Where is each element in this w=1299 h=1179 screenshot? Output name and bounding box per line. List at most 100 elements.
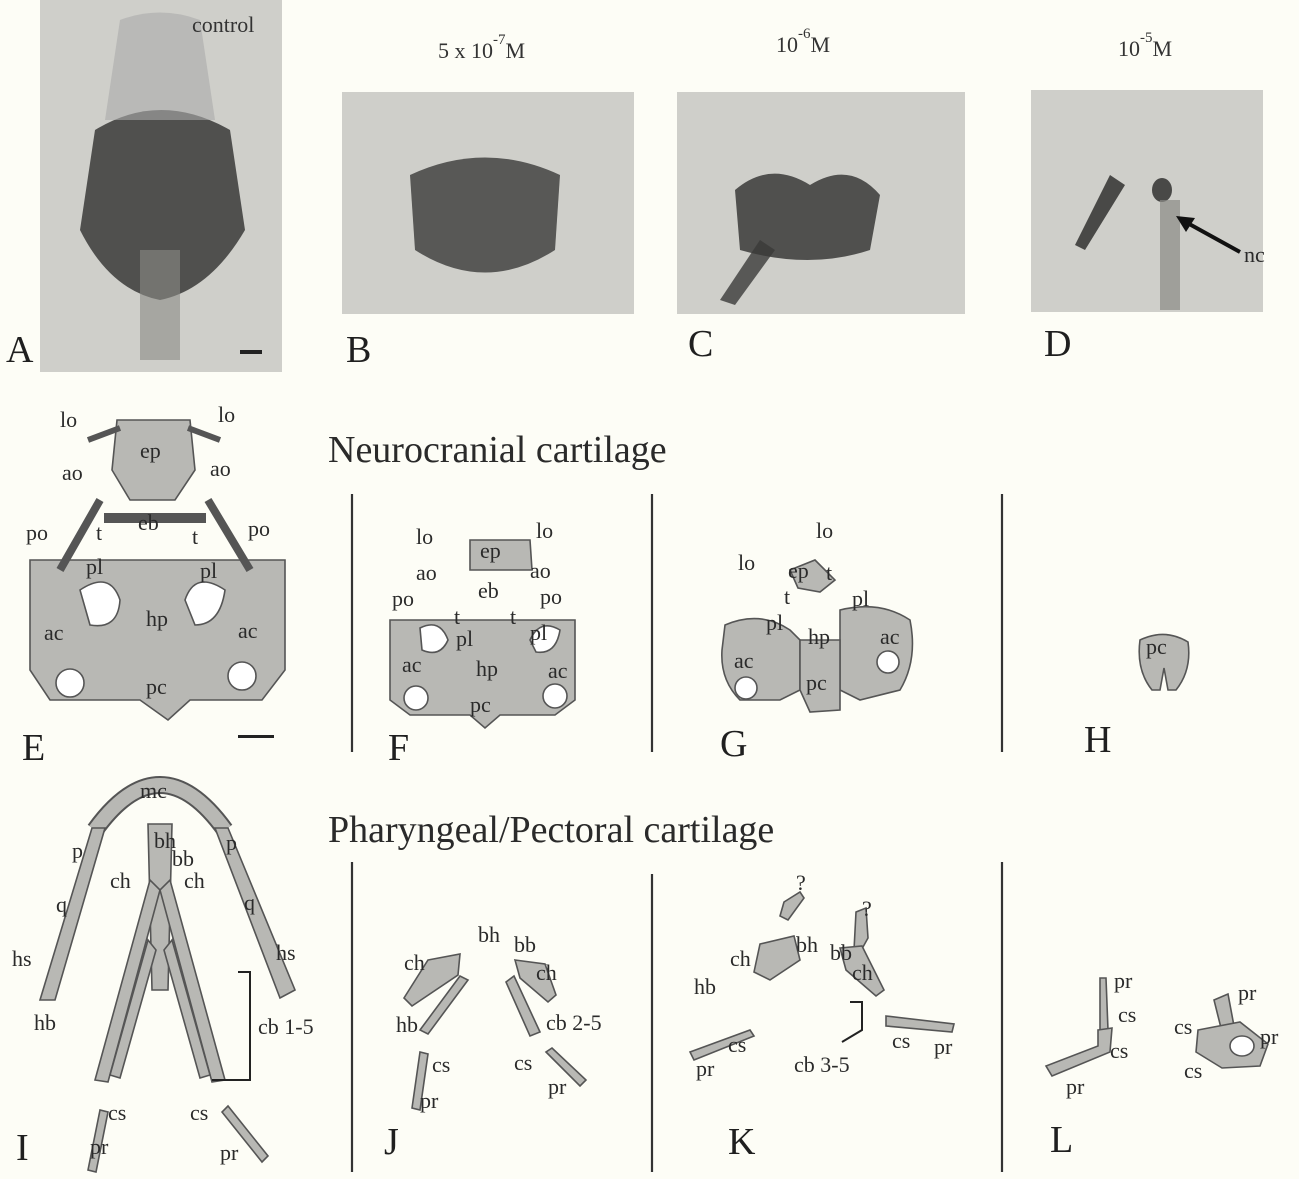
label-cs: cs bbox=[432, 1052, 450, 1077]
label-ac: ac bbox=[734, 648, 754, 673]
caption-control: control bbox=[192, 12, 254, 37]
photo-b bbox=[342, 92, 634, 314]
label-po: po bbox=[248, 516, 270, 541]
label-ch: ch bbox=[730, 946, 751, 971]
photo-d bbox=[1031, 90, 1263, 312]
caption-c: 10-6M bbox=[776, 26, 830, 57]
photo-c bbox=[677, 92, 965, 314]
label-po: po bbox=[26, 520, 48, 545]
panel-letter-e: E bbox=[22, 727, 45, 769]
caption-d: 10-5M bbox=[1118, 30, 1172, 61]
label-lo: lo bbox=[738, 550, 755, 575]
section-title-pharyngeal: Pharyngeal/Pectoral cartilage bbox=[328, 809, 774, 851]
label-q: q bbox=[56, 892, 67, 917]
label-ep: ep bbox=[788, 558, 809, 583]
label-cs: cs bbox=[190, 1100, 208, 1125]
panel-letter-c: C bbox=[688, 323, 713, 365]
label-ch: ch bbox=[110, 868, 131, 893]
label-t: t bbox=[826, 560, 832, 585]
label-pr: pr bbox=[1238, 980, 1257, 1005]
label-ch: ch bbox=[184, 868, 205, 893]
scale-bar bbox=[240, 350, 262, 354]
label-pl: pl bbox=[456, 626, 473, 651]
label-cs: cs bbox=[892, 1028, 910, 1053]
label-ao: ao bbox=[62, 460, 83, 485]
label-p: p bbox=[72, 838, 83, 863]
label-po: po bbox=[540, 584, 562, 609]
label-ac: ac bbox=[44, 620, 64, 645]
section-title-neurocranial: Neurocranial cartilage bbox=[328, 429, 667, 471]
label-pc: pc bbox=[1146, 634, 1167, 659]
label-p: p bbox=[226, 830, 237, 855]
panel-letter-f: F bbox=[388, 727, 409, 769]
label-lo: lo bbox=[416, 524, 433, 549]
label-eb: eb bbox=[478, 578, 499, 603]
label-pr: pr bbox=[548, 1074, 567, 1099]
label-pc: pc bbox=[146, 674, 167, 699]
label-ac: ac bbox=[548, 658, 568, 683]
label-pl: pl bbox=[530, 620, 547, 645]
label-ep: ep bbox=[140, 438, 161, 463]
label-ao: ao bbox=[416, 560, 437, 585]
label-cs: cs bbox=[1184, 1058, 1202, 1083]
label-lo: lo bbox=[816, 518, 833, 543]
label-ch: ch bbox=[852, 960, 873, 985]
label-pc: pc bbox=[470, 692, 491, 717]
label-question: ? bbox=[796, 870, 806, 895]
label-hb: hb bbox=[34, 1010, 56, 1035]
label-bb: bb bbox=[514, 932, 536, 957]
panel-letter-l: L bbox=[1050, 1119, 1073, 1161]
label-t: t bbox=[510, 604, 516, 629]
label-t: t bbox=[96, 520, 102, 545]
label-pr: pr bbox=[696, 1056, 715, 1081]
label-pl: pl bbox=[200, 558, 217, 583]
label-pl: pl bbox=[852, 586, 869, 611]
label-cb-2-5: cb 2-5 bbox=[546, 1010, 602, 1035]
panel-letter-h: H bbox=[1084, 719, 1111, 761]
label-cs: cs bbox=[1110, 1038, 1128, 1063]
label-hp: hp bbox=[808, 624, 830, 649]
label-bh: bh bbox=[796, 932, 818, 957]
bracket-cb-k bbox=[842, 1002, 862, 1042]
label-hb: hb bbox=[694, 974, 716, 999]
panel-letter-b: B bbox=[346, 329, 371, 371]
label-pr: pr bbox=[90, 1134, 109, 1159]
label-bh: bh bbox=[478, 922, 500, 947]
label-ac: ac bbox=[238, 618, 258, 643]
label-nc: nc bbox=[1244, 242, 1265, 267]
panel-letter-k: K bbox=[728, 1121, 756, 1163]
label-pr: pr bbox=[934, 1034, 953, 1059]
label-pl: pl bbox=[86, 554, 103, 579]
label-pr: pr bbox=[1066, 1074, 1085, 1099]
label-pr: pr bbox=[420, 1088, 439, 1113]
label-pr: pr bbox=[1260, 1024, 1279, 1049]
label-cs: cs bbox=[108, 1100, 126, 1125]
label-ao: ao bbox=[530, 558, 551, 583]
scale-bar-e bbox=[238, 735, 274, 738]
label-pr: pr bbox=[220, 1140, 239, 1165]
panel-letter-i: I bbox=[16, 1127, 29, 1169]
label-po: po bbox=[392, 586, 414, 611]
label-hp: hp bbox=[476, 656, 498, 681]
diagram-l bbox=[1046, 978, 1268, 1076]
label-pr: pr bbox=[1114, 968, 1133, 993]
label-pc: pc bbox=[806, 670, 827, 695]
label-ep: ep bbox=[480, 538, 501, 563]
label-ao: ao bbox=[210, 456, 231, 481]
label-cs: cs bbox=[728, 1032, 746, 1057]
panel-letter-j: J bbox=[384, 1121, 399, 1163]
label-ac: ac bbox=[402, 652, 422, 677]
label-hs: hs bbox=[12, 946, 32, 971]
label-hb: hb bbox=[396, 1012, 418, 1037]
label-ch: ch bbox=[404, 950, 425, 975]
panel-letter-g: G bbox=[720, 723, 747, 765]
label-cs: cs bbox=[1118, 1002, 1136, 1027]
label-eb: eb bbox=[138, 510, 159, 535]
label-hp: hp bbox=[146, 606, 168, 631]
label-ch: ch bbox=[536, 960, 557, 985]
label-lo: lo bbox=[60, 407, 77, 432]
label-lo: lo bbox=[536, 518, 553, 543]
label-cs: cs bbox=[514, 1050, 532, 1075]
label-t: t bbox=[192, 524, 198, 549]
